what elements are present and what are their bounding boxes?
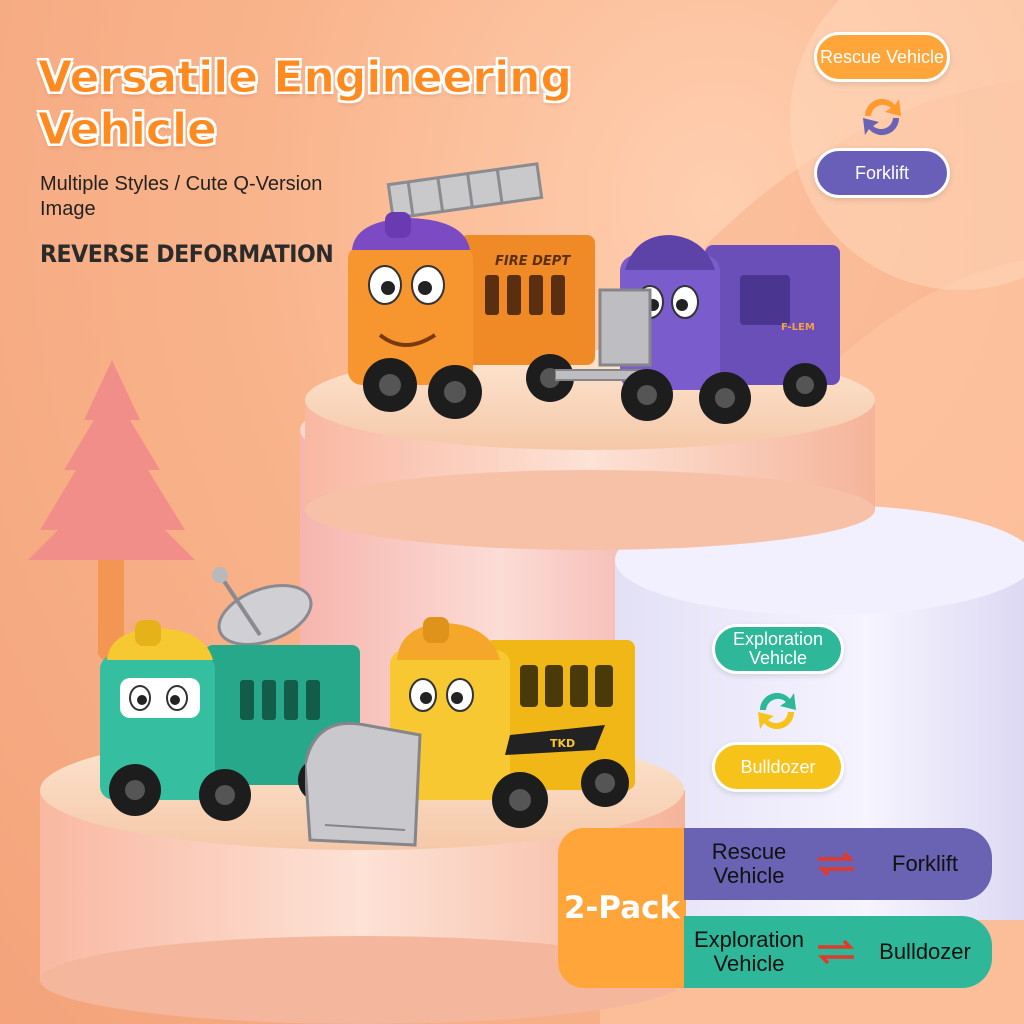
pack-row-from: Exploration Vehicle bbox=[693, 927, 805, 976]
forklift-pill: Forklift bbox=[814, 148, 950, 198]
yellow-badge: TKD bbox=[550, 737, 575, 750]
forklift-toy: F-LEM bbox=[555, 235, 840, 424]
bulldozer-pill: Bulldozer bbox=[712, 742, 844, 792]
pack-row-rescue: Rescue Vehicle Forklift bbox=[684, 828, 992, 900]
swap-icon bbox=[863, 98, 901, 136]
two-pack-label: 2-Pack bbox=[558, 828, 686, 988]
purple-badge: F-LEM bbox=[781, 322, 815, 333]
fire-dept-decal: FIRE DEPT bbox=[495, 254, 571, 269]
pack-row-from: Rescue Vehicle bbox=[711, 839, 787, 888]
rescue-vehicle-pill: Rescue Vehicle bbox=[814, 32, 950, 82]
swap-icon bbox=[758, 692, 796, 730]
page-title: Versatile Engineering Vehicle bbox=[38, 52, 573, 156]
tagline: REVERSE DEFORMATION bbox=[40, 240, 334, 268]
pack-row-to: Bulldozer bbox=[879, 939, 971, 964]
swap-arrows-icon bbox=[817, 939, 855, 965]
bulldozer-toy: TKD bbox=[305, 617, 635, 847]
swap-arrows-icon bbox=[817, 851, 855, 877]
pack-row-exploration: Exploration Vehicle Bulldozer bbox=[684, 916, 992, 988]
fire-truck-toy: FIRE DEPT bbox=[348, 162, 595, 419]
exploration-vehicle-pill: Exploration Vehicle bbox=[712, 624, 844, 674]
subtitle: Multiple Styles / Cute Q-Version Image bbox=[40, 173, 323, 220]
pack-row-to: Forklift bbox=[892, 851, 958, 876]
